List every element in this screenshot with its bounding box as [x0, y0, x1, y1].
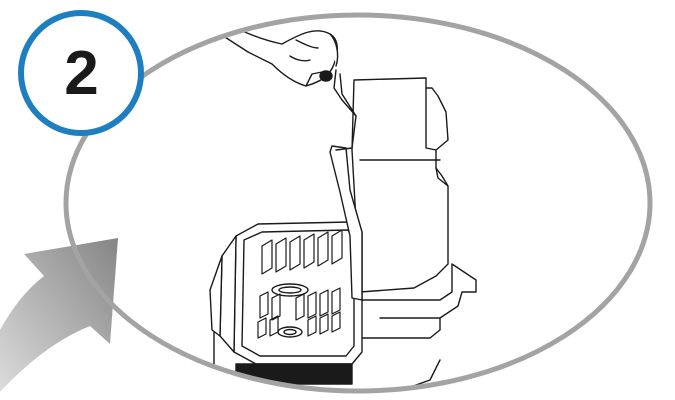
gradient-arrow-icon	[0, 238, 118, 392]
step-number: 2	[12, 4, 150, 142]
step-badge: 2	[12, 4, 150, 142]
coffee-machine-illustration	[210, 14, 476, 398]
